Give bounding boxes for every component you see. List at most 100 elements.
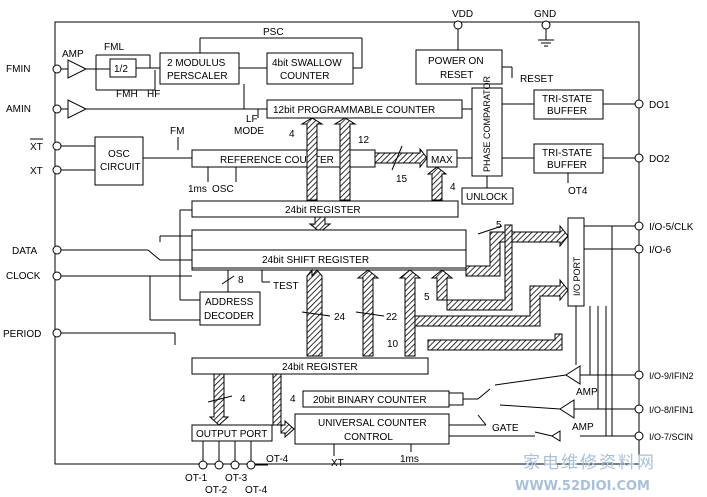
- xt-pin: [52, 165, 62, 175]
- fmh-label: FMH: [116, 89, 138, 100]
- ot4-arrow-label: OT-4: [266, 454, 289, 465]
- period-label: PERIOD: [3, 329, 41, 340]
- bus-4d: [272, 373, 295, 439]
- bus-io-low: [414, 278, 569, 327]
- prescaler-block: [159, 52, 240, 85]
- bus-prog-up-1: [300, 117, 324, 201]
- bus-4d-label: 4: [290, 394, 296, 405]
- vdd-label: VDD: [452, 9, 473, 20]
- ot2-label: OT-2: [205, 485, 228, 496]
- output-port-label: OUTPUT PORT: [196, 429, 267, 440]
- ot4-buffer-label: OT4: [568, 186, 588, 197]
- do2-label: DO2: [649, 154, 670, 165]
- io8-pin: [634, 404, 644, 414]
- ot4-pin: [246, 460, 256, 470]
- register-bottom-label: 24bit REGISTER: [282, 362, 358, 373]
- ot1-pin: [198, 460, 208, 470]
- data-label: DATA: [12, 246, 38, 257]
- bus-15-label: 15: [396, 174, 408, 185]
- watermark-line2: WWW.52DIOI.COM: [515, 479, 650, 494]
- do2-pin: [634, 153, 644, 163]
- reset-label: RESET: [520, 74, 553, 85]
- ground-icon: [538, 20, 554, 47]
- tri-state-2-label-2: BUFFER: [547, 160, 587, 171]
- io7-label: I/O-7/SCIN: [649, 432, 693, 442]
- bus-10: [398, 269, 422, 357]
- binary-counter-label: 20bit BINARY COUNTER: [313, 395, 427, 406]
- period-pin: [52, 328, 62, 338]
- bus-4a-label: 4: [289, 129, 295, 140]
- vdd-pin: [453, 20, 463, 30]
- prescaler-label-1: 2 MODULUS: [167, 58, 226, 69]
- io5-pin: [634, 221, 644, 231]
- phase-comparator-block: [471, 87, 503, 177]
- io9-label: I/O-9/IFIN2: [649, 371, 694, 381]
- shift-register-label: 24bit SHIFT REGISTER: [262, 255, 369, 266]
- bus-8-label: 8: [238, 275, 244, 286]
- swallow-label-1: 4bit SWALLOW: [272, 58, 342, 69]
- io8-label: I/O-8/IFIN1: [649, 405, 694, 415]
- ot3-pin: [230, 460, 240, 470]
- por-label-2: RESET: [440, 70, 473, 81]
- amp-low-icon: [559, 399, 575, 419]
- power-on-reset-block: [415, 49, 503, 85]
- io-port-label: I/O PORT: [572, 256, 582, 296]
- watermark-line1: 家电维修资料网: [523, 453, 656, 473]
- hf-label: HF: [147, 89, 160, 100]
- io6-label: I/O-6: [649, 245, 672, 256]
- 1ms-osc-label: 1ms: [188, 184, 207, 195]
- data-pin: [52, 245, 62, 255]
- bus-22-label: 22: [386, 312, 398, 323]
- am-amp-icon: [67, 99, 88, 119]
- bus-4c-label: 4: [240, 394, 246, 405]
- divide-by-2-label: 1/2: [114, 64, 128, 75]
- ot3-label: OT-3: [225, 473, 248, 484]
- tri-state-1-label-2: BUFFER: [547, 106, 587, 117]
- bus-io-mid: [446, 224, 513, 311]
- bus-24: [306, 268, 323, 357]
- tri-state-buffer-1: [533, 89, 604, 120]
- amp-mid-icon: [565, 365, 581, 385]
- bus-12-label: 12: [358, 135, 370, 146]
- clock-label: CLOCK: [6, 271, 41, 282]
- bus-io-top: [465, 224, 569, 277]
- fml-label: FML: [104, 42, 124, 53]
- bus-4b-label: 4: [450, 182, 456, 193]
- test-label: TEST: [273, 281, 299, 292]
- prog-counter-label: 12bit PROGRAMMABLE COUNTER: [273, 105, 435, 116]
- bus-prog-up-2: [333, 117, 357, 201]
- lf-mode-label-2: MODE: [234, 126, 264, 137]
- io5-label: I/O-5/CLK: [649, 222, 694, 233]
- ot1-label: OT-1: [185, 473, 208, 484]
- phase-comparator-label: PHASE COMPARATOR: [482, 75, 492, 172]
- bus-10-label: 10: [387, 339, 399, 350]
- amin-label: AMIN: [6, 104, 31, 115]
- ic-outline: [54, 21, 640, 465]
- bus-5b-label: 5: [424, 292, 430, 303]
- bus-reg-shift: [308, 216, 332, 233]
- address-decoder-label-2: DECODER: [204, 311, 254, 322]
- fm-amp-icon: [67, 59, 88, 79]
- por-label-1: POWER ON: [428, 56, 484, 67]
- amp-top-label: AMP: [62, 49, 84, 60]
- amin-pin: [52, 104, 62, 114]
- bus-ref-to-max: [374, 147, 428, 169]
- xt-bottom-label: XT: [331, 458, 344, 469]
- bus-22: [356, 269, 380, 357]
- register-top-label: 24bit REGISTER: [285, 205, 361, 216]
- tri-state-1-label-1: TRI-STATE: [542, 94, 593, 105]
- osc-label-1: OSC: [108, 149, 130, 160]
- universal-counter-label-2: CONTROL: [344, 432, 393, 443]
- io9-pin: [634, 370, 644, 380]
- lf-mode-label-1: LF: [246, 114, 258, 125]
- do1-pin: [634, 99, 644, 109]
- xt-label: XT: [30, 166, 43, 177]
- gnd-label: GND: [534, 9, 556, 20]
- clock-pin: [52, 271, 62, 281]
- amp-low-label: AMP: [572, 422, 594, 433]
- do1-label: DO1: [649, 100, 670, 111]
- address-decoder-block: [199, 291, 261, 326]
- 1ms-bottom-label: 1ms: [400, 454, 419, 465]
- tri-state-2-label-1: TRI-STATE: [542, 148, 593, 159]
